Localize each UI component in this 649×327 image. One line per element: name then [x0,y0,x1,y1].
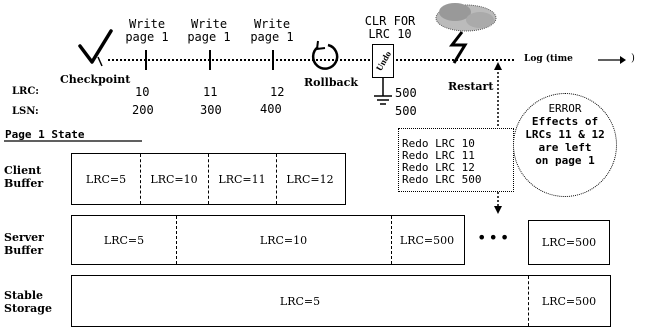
lrc-value: 10 [135,85,149,99]
restart-label: Restart [448,80,493,93]
lrc-row-label: LRC: [12,86,39,97]
ellipsis-dots: ••• [477,228,511,247]
client-buffer: LRC=5 LRC=10 LRC=11 LRC=12 [71,153,346,205]
stable-cell: LRC=500 [528,276,610,326]
server-cell: LRC=5 [72,216,177,264]
rollback-cycle-icon [313,41,337,69]
log-paren: ) [631,53,635,64]
server-cell: LRC=500 [529,221,609,264]
lsn-value: 300 [200,103,222,117]
checkpoint-label: Checkpoint [60,73,130,86]
server-cell: LRC=500 [391,216,463,264]
error-note: ERROR Effects of LRCs 11 & 12 are left o… [513,93,617,197]
client-cell: LRC=5 [72,154,141,204]
redo-log-box: Redo LRC 10 Redo LRC 11 Redo LRC 12 Redo… [398,128,514,192]
stable-cell: LRC=5 [72,276,529,326]
server-buffer-extra: LRC=500 [528,220,610,265]
log-time-label: Log (time [524,54,573,64]
redo-line: Redo LRC 500 [402,174,513,186]
lrc-value: 500 [395,86,417,100]
rollback-label: Rollback [304,76,358,89]
checkpoint-check-icon [80,31,111,62]
lsn-row-label: LSN: [12,106,39,117]
stable-storage: LRC=5 LRC=500 [71,275,611,327]
lightning-bolt-icon [452,32,465,63]
crash-cloud-icon [436,3,496,31]
lrc-value: 11 [203,85,217,99]
section-title: Page 1 State [5,128,84,141]
client-cell: LRC=10 [140,154,209,204]
lsn-value: 500 [395,104,417,118]
client-cell: LRC=12 [276,154,344,204]
lsn-value: 200 [132,103,154,117]
lsn-value: 400 [260,102,282,116]
lrc-value: 12 [270,85,284,99]
server-buffer: LRC=5 LRC=10 LRC=500 [71,215,465,265]
server-cell: LRC=10 [176,216,392,264]
client-cell: LRC=11 [208,154,277,204]
undo-box: Undo [372,44,394,78]
